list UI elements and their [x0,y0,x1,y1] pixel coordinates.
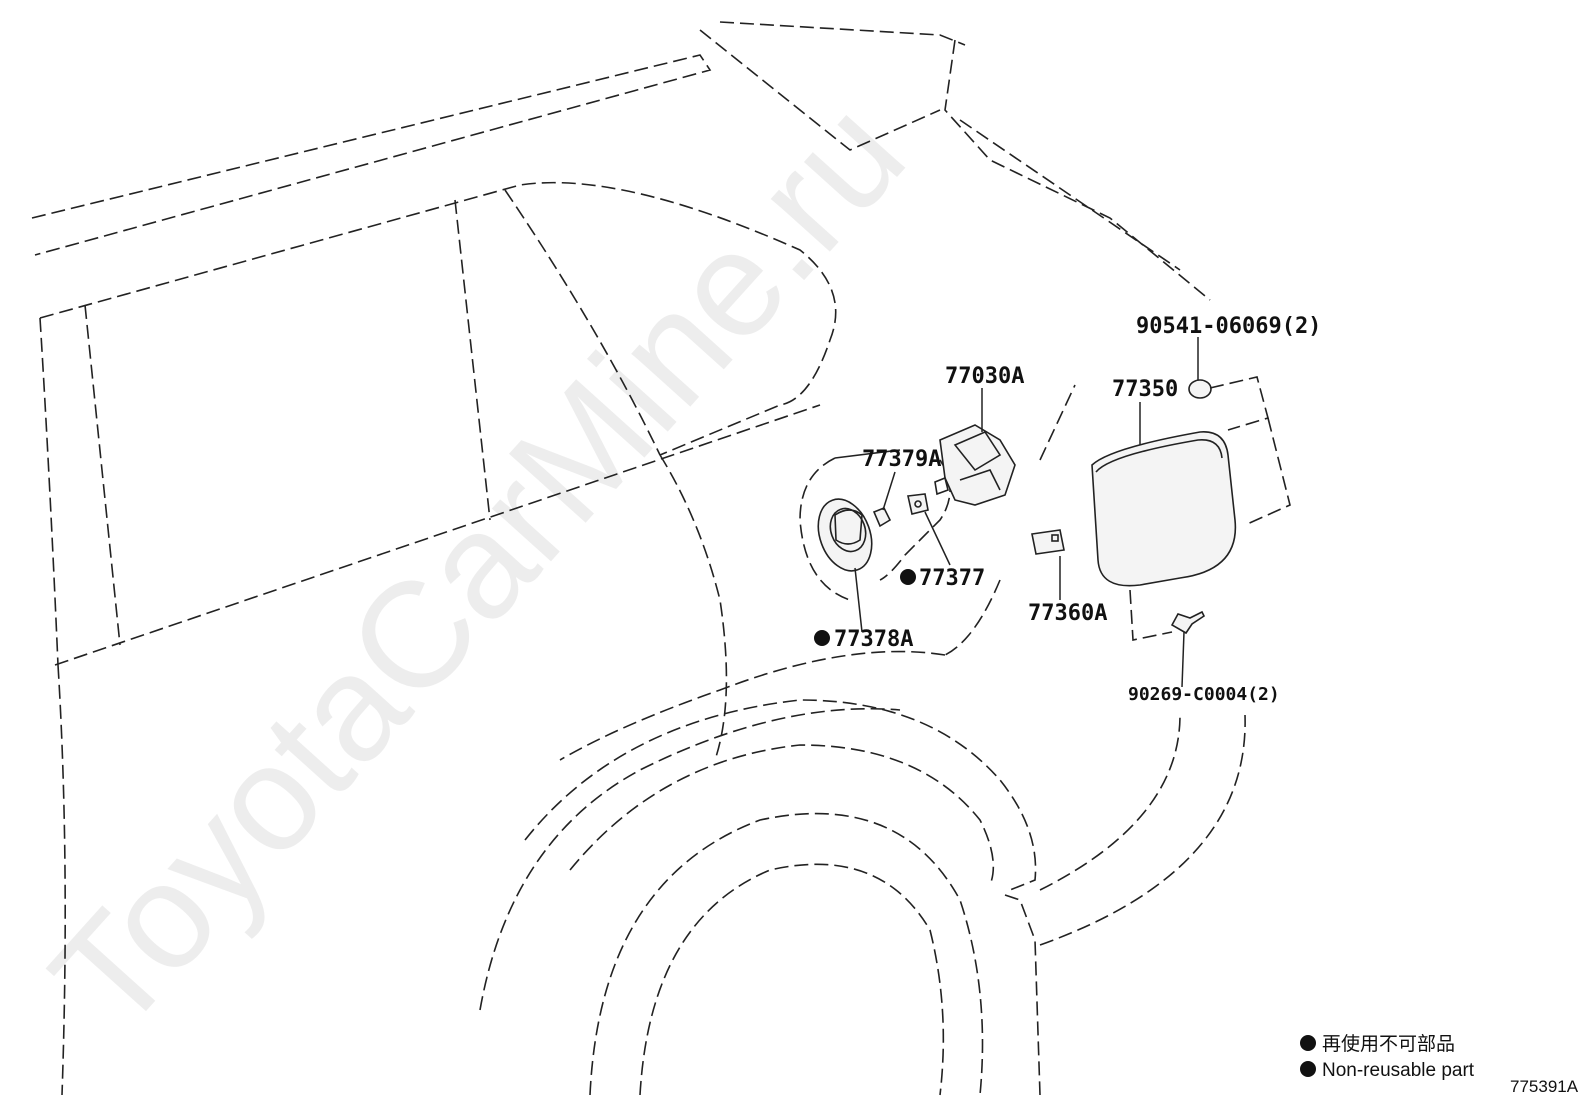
gasket-77377 [907,493,929,515]
label-90541-06069: 90541-06069(2) [1136,314,1321,339]
mounting-lines [1129,376,1291,641]
label-90269-c0004: 90269-C0004(2) [1128,684,1280,705]
legend-dot-jp [1300,1035,1316,1051]
non-reusable-dot-77378a [814,630,830,646]
figure-number: 775391A [1510,1077,1579,1096]
vehicle-body-outline [31,21,1246,1096]
watermark: ToyotaCarMine.ru [19,69,936,1061]
fuel-lid-lock-actuator [934,424,1016,506]
legend-text-jp: 再使用不可部品 [1322,1033,1455,1055]
clip-77379a [872,506,892,528]
non-reusable-dot-77377 [900,569,916,585]
label-77378a: 77378A [834,627,913,652]
label-77030a: 77030A [945,364,1024,389]
fuel-filler-housing [817,498,873,572]
rivet-90269 [1170,610,1206,635]
legend-dot-en [1300,1061,1316,1077]
legend-text-en: Non-reusable part [1322,1060,1475,1081]
leader-lines [854,337,1199,688]
fuel-filler-recess-outline [799,449,951,601]
label-77350: 77350 [1112,377,1178,402]
fuel-lid [1091,431,1237,587]
legend: 再使用不可部品 Non-reusable part [1300,1033,1475,1081]
label-77377: 77377 [919,566,985,591]
fuel-label [1031,529,1065,555]
label-77360a: 77360A [1028,601,1107,626]
cushion-90541 [1188,379,1212,399]
label-77379a: 77379A [862,447,941,472]
